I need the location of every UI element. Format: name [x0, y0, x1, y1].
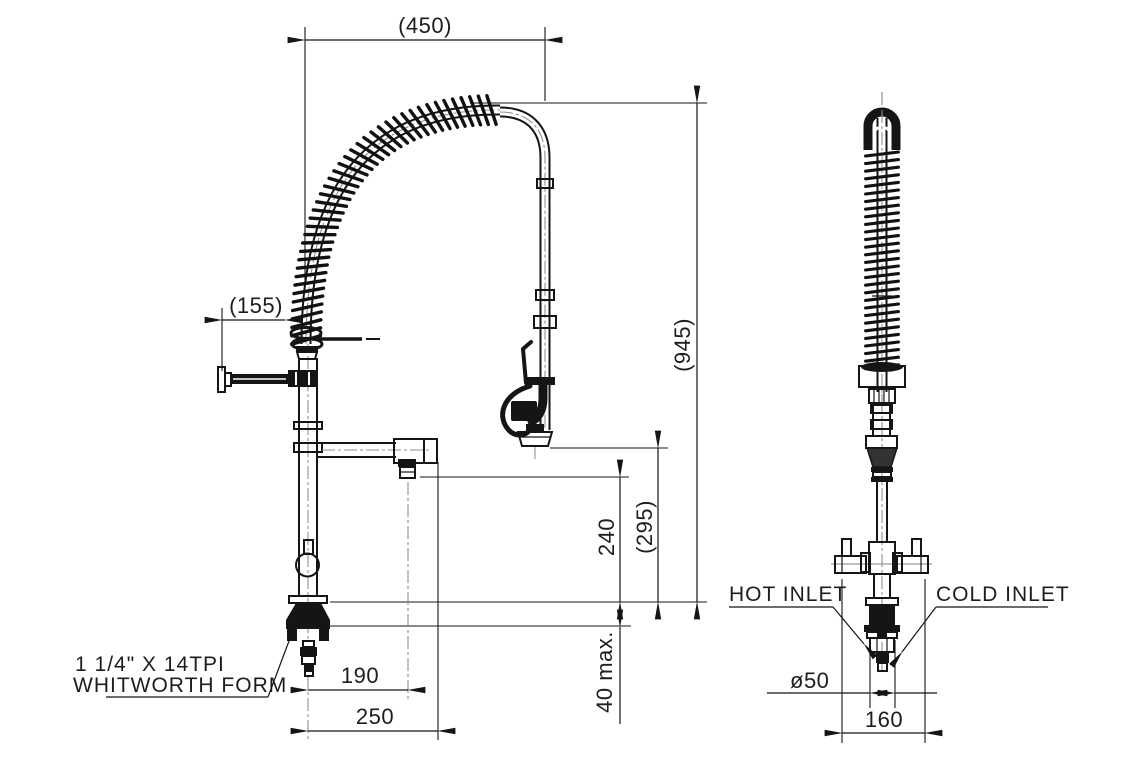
dim-overall-reach: 250 — [356, 704, 394, 729]
dim-spout-height: 240 — [594, 518, 619, 556]
thread-note-line2: WHITWORTH FORM — [73, 674, 287, 697]
dim-wall-bracket: (155) — [229, 293, 283, 318]
spring-hose-front — [863, 92, 901, 400]
thread-note-line1: 1 1/4" X 14TPI — [75, 653, 225, 676]
dim-flange-diameter: ø50 — [790, 668, 829, 693]
dim-inlet-width: 160 — [865, 707, 903, 732]
dim-overall-height: (945) — [670, 318, 695, 372]
cold-inlet-callout: COLD INLET — [888, 583, 1070, 668]
dimensions-side: (450) (155) (945) (295) 240 40 max. 190 … — [73, 13, 701, 735]
front-view — [831, 92, 932, 672]
thread-note: 1 1/4" X 14TPI WHITWORTH FORM — [73, 624, 296, 698]
threaded-shank — [300, 640, 317, 677]
hot-handle — [834, 555, 867, 574]
hot-inlet-label: HOT INLET — [729, 583, 847, 606]
cold-handle — [896, 555, 929, 574]
valve-body-and-handles — [831, 538, 932, 598]
dim-spray-outlet-height: (295) — [632, 500, 657, 554]
hot-inlet-callout: HOT INLET — [729, 583, 878, 660]
spring-hose-side — [289, 93, 501, 351]
cold-inlet-label: COLD INLET — [936, 583, 1070, 606]
front-base-inlets — [864, 597, 900, 672]
hose-side — [499, 106, 557, 430]
swing-spout — [318, 438, 438, 479]
dim-width-top: (450) — [398, 13, 452, 38]
spray-head — [500, 340, 555, 459]
cold-handle-pin — [911, 538, 922, 557]
riser-column — [293, 346, 323, 596]
hot-handle-pin — [841, 538, 852, 557]
dimensions-front: HOT INLET COLD INLET ø50 160 — [729, 583, 1070, 737]
wall-bracket — [217, 337, 380, 393]
front-bracket-and-fittings — [858, 362, 906, 542]
dim-deck-max: 40 max. — [592, 631, 617, 713]
side-view — [217, 93, 557, 677]
dim-spout-reach: 190 — [341, 663, 379, 688]
deck-base — [286, 595, 330, 677]
